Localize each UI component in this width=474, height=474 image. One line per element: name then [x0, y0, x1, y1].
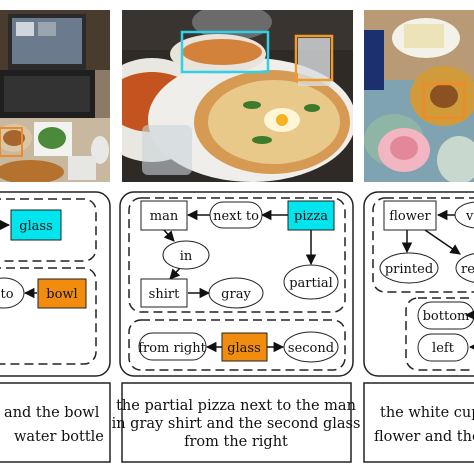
left-node-glass-label: glass: [19, 219, 53, 234]
left-node-glass: [10, 209, 62, 241]
right-edge-flower-re: [424, 229, 461, 255]
middle-node-shirt: [140, 278, 188, 308]
left-outer-frame: [0, 191, 111, 377]
middle-caption-line-2: in gray shirt and the second glass: [112, 416, 361, 432]
middle-node-next-to-label: next to: [213, 209, 259, 224]
middle-outer-frame: [119, 191, 354, 377]
middle-node-glass-label: glass: [227, 341, 261, 356]
photo-laptop-table: [0, 10, 110, 182]
panel-middle: man next to pizza in shirt gray partial …: [112, 191, 361, 463]
left-caption-line-1: s and the bowl: [0, 405, 100, 421]
panel-right: flower v printed re bottom left the whit…: [363, 191, 474, 463]
right-node-printed-label: printed: [385, 262, 433, 277]
middle-node-partial: [283, 264, 339, 300]
middle-node-gray: [208, 277, 264, 309]
left-dashed-group-top: [0, 198, 97, 262]
panel-left: glass to bowl s and the bowl water bottl…: [0, 191, 111, 463]
middle-caption-line-3: from the right: [184, 434, 288, 450]
middle-node-next-to: [209, 201, 263, 229]
middle-dashed-group-bottom: [128, 319, 346, 371]
right-node-flower: [383, 200, 437, 231]
right-caption-line-1: the white cup: [380, 405, 474, 421]
left-node-to-label: to: [0, 287, 13, 302]
middle-node-second-label: second: [288, 341, 334, 356]
left-node-bowl: [37, 278, 87, 309]
right-node-bottom: [417, 301, 474, 330]
middle-node-man: [140, 200, 188, 231]
middle-node-pizza: [287, 200, 335, 231]
middle-node-second: [283, 331, 339, 363]
middle-node-gray-label: gray: [221, 287, 251, 302]
middle-caption-line-1: the partial pizza next to the man: [116, 398, 356, 414]
right-node-printed: [379, 252, 439, 284]
photo-pizza-table: [122, 10, 353, 182]
left-node-bowl-label: bowl: [46, 287, 77, 302]
right-node-bottom-label: bottom: [423, 309, 470, 324]
left-dashed-group-bottom: [0, 267, 97, 365]
left-caption-line-2: water bottle: [14, 429, 104, 445]
middle-node-from-right-label: from right: [138, 341, 206, 356]
middle-node-shirt-label: shirt: [149, 287, 180, 302]
right-node-v: [454, 201, 474, 229]
middle-node-pizza-label: pizza: [294, 209, 328, 224]
right-caption-line-2: flower and the: [374, 429, 474, 445]
left-caption-box: [0, 382, 111, 463]
right-node-v-label: v: [465, 209, 474, 224]
middle-edge-in-shirt: [169, 267, 181, 280]
middle-node-man-label: man: [150, 209, 179, 224]
right-node-left-label: left: [432, 341, 455, 356]
right-node-left: [417, 333, 469, 362]
right-dashed-group-top: [372, 197, 474, 293]
middle-caption-box: [121, 382, 352, 463]
right-node-flower-label: flower: [389, 209, 431, 224]
right-dashed-group-bottom: [405, 297, 474, 371]
middle-node-in: [162, 240, 210, 270]
middle-edge-man-in: [162, 228, 175, 242]
right-outer-frame: [363, 191, 474, 377]
right-node-re-label: re: [461, 262, 474, 277]
middle-node-in-label: in: [180, 249, 193, 264]
right-caption-box: [363, 382, 474, 463]
middle-node-from-right: [138, 332, 207, 361]
middle-dashed-group-top: [128, 197, 346, 313]
right-node-re: [455, 253, 474, 283]
photo-cup-flower: [364, 10, 474, 182]
middle-node-partial-label: partial: [289, 276, 333, 291]
middle-node-glass: [221, 332, 268, 362]
